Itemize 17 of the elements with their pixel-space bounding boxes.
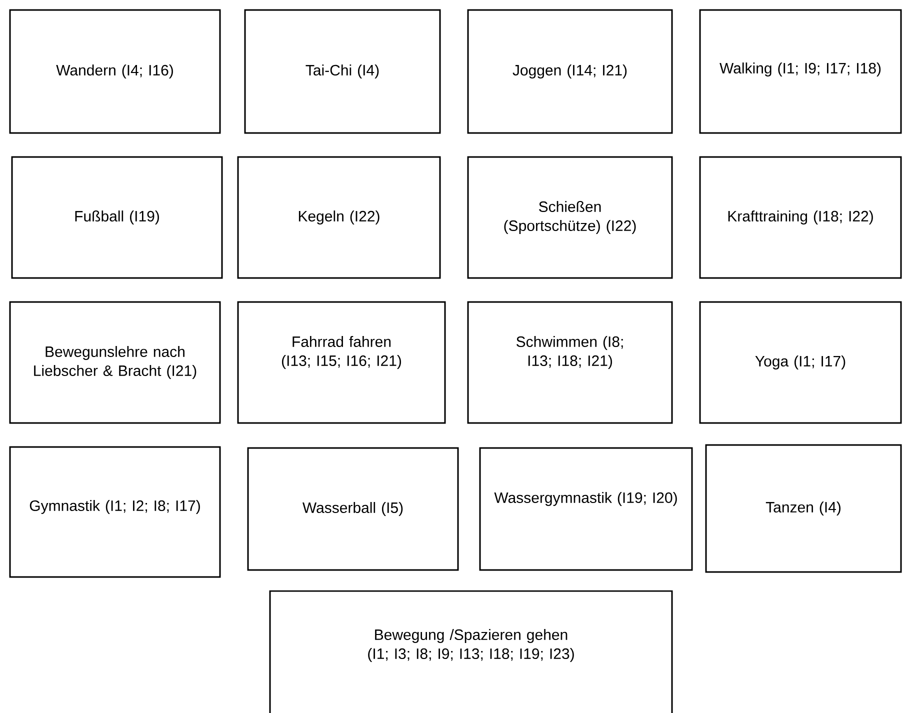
- activity-box: Schießen (Sportschütze) (I22): [467, 156, 673, 279]
- activity-box: Krafttraining (I18; I22): [699, 156, 902, 279]
- activity-box: Bewegunslehre nach Liebscher & Bracht (I21): [9, 301, 221, 424]
- activity-box: Yoga (I1; I17): [699, 301, 902, 424]
- activity-box: Walking (I1; I9; I17; I18): [699, 9, 902, 134]
- activity-box: Fußball (I19): [11, 156, 223, 279]
- activity-box: Wandern (I4; I16): [9, 9, 221, 134]
- activity-box: Joggen (I14; I21): [467, 9, 673, 134]
- activity-box: Schwimmen (I8; I13; I18; I21): [467, 301, 673, 424]
- activity-box: Wasserball (I5): [247, 447, 459, 571]
- activity-box: Tai-Chi (I4): [244, 9, 441, 134]
- activity-box: Kegeln (I22): [237, 156, 441, 279]
- activity-box: Bewegung /Spazieren gehen (I1; I3; I8; I9; I13; I18; I19; I23): [269, 590, 673, 713]
- activity-box: Wassergymnastik (I19; I20): [479, 447, 693, 571]
- activity-box: Gymnastik (I1; I2; I8; I17): [9, 446, 221, 578]
- activity-box: Fahrrad fahren (I13; I15; I16; I21): [237, 301, 446, 424]
- activity-box: Tanzen (I4): [705, 444, 902, 573]
